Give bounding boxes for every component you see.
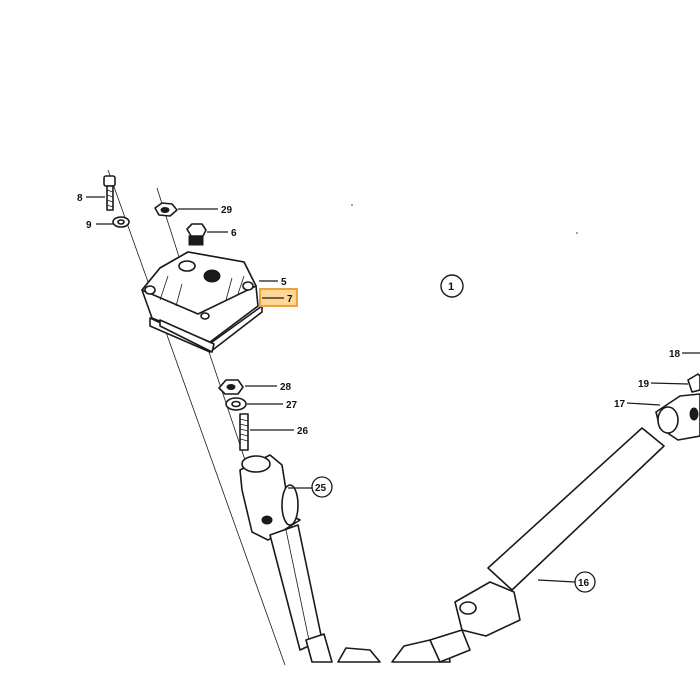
bolt-part-8[interactable] bbox=[103, 175, 116, 211]
nut-part-29[interactable] bbox=[154, 202, 178, 217]
part-label-28: 28 bbox=[280, 382, 292, 393]
part-label-29: 29 bbox=[221, 205, 233, 216]
leader-17 bbox=[626, 402, 661, 406]
section-callout-1[interactable]: 1 bbox=[440, 274, 464, 298]
part-label-8: 8 bbox=[77, 193, 83, 204]
assembly-axis-line-3 bbox=[204, 339, 246, 461]
leader-19 bbox=[650, 382, 689, 385]
svg-text:16: 16 bbox=[578, 578, 590, 589]
plug-part-6[interactable] bbox=[186, 223, 207, 246]
assembly-axis-line bbox=[107, 169, 286, 666]
svg-text:1: 1 bbox=[448, 281, 454, 293]
bolt-part-19[interactable] bbox=[687, 373, 700, 393]
part-label-6: 6 bbox=[231, 228, 237, 239]
svg-text:25: 25 bbox=[315, 483, 327, 494]
part-label-9: 9 bbox=[86, 220, 92, 231]
part-label-27: 27 bbox=[286, 400, 298, 411]
speck bbox=[351, 204, 353, 206]
part-label-18: 18 bbox=[669, 349, 681, 360]
part-label-7: 7 bbox=[287, 294, 293, 305]
steering-column-part-25[interactable] bbox=[239, 454, 333, 663]
part-label-26: 26 bbox=[297, 426, 309, 437]
callout-25: 25 bbox=[311, 476, 333, 498]
callout-16: 16 bbox=[574, 571, 596, 593]
part-label-5: 5 bbox=[281, 277, 287, 288]
nut-part-28[interactable] bbox=[218, 379, 244, 395]
assembly-axis-line-2 bbox=[156, 187, 181, 261]
part-label-17: 17 bbox=[614, 399, 626, 410]
speck bbox=[576, 232, 578, 234]
washer-part-27[interactable] bbox=[225, 397, 247, 411]
intermediate-shaft-part-16[interactable] bbox=[429, 427, 665, 663]
stud-part-26[interactable] bbox=[239, 413, 249, 451]
part-label-19: 19 bbox=[638, 379, 650, 390]
leader-16 bbox=[537, 579, 576, 583]
gasket-part-7[interactable] bbox=[149, 305, 263, 353]
top-cover-part-5[interactable] bbox=[141, 251, 259, 343]
washer-part-9[interactable] bbox=[112, 216, 130, 228]
universal-joint-part-17[interactable] bbox=[655, 393, 700, 441]
